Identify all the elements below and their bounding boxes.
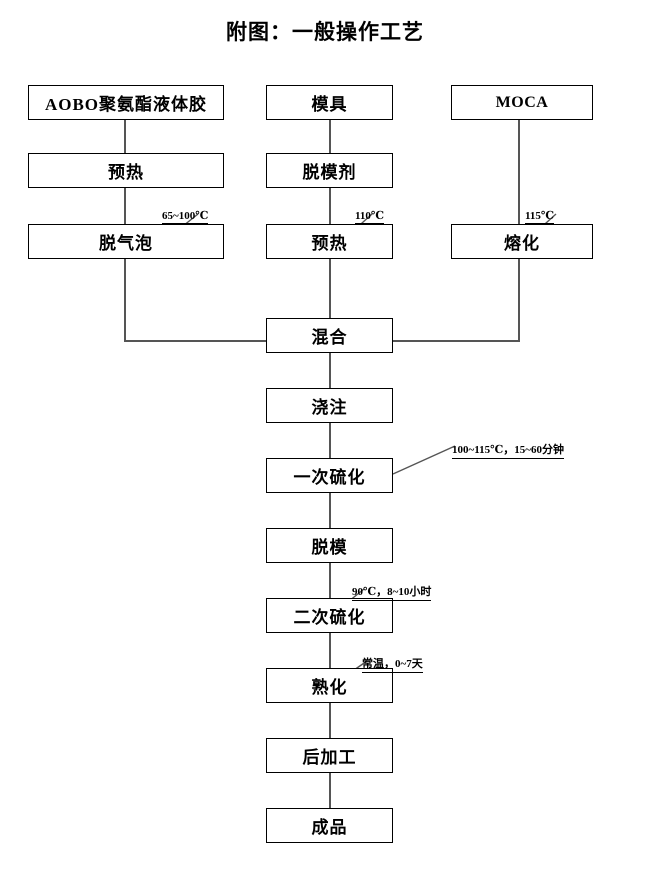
node-demolding[interactable]: 脱模 — [266, 528, 393, 563]
connector-degas-down — [124, 259, 126, 341]
connector-aobo-to-preheat1 — [124, 120, 126, 153]
node-melting[interactable]: 熔化 — [451, 224, 593, 259]
connector-cure1-to-demold — [329, 493, 331, 529]
connector-demold-to-cure2 — [329, 563, 331, 599]
connector-preheat2-to-mix — [329, 259, 331, 319]
connector-mold-to-release — [329, 120, 331, 153]
connector-degas-to-mix — [124, 340, 268, 342]
annotation-mature-condition: 常温，0~7天 — [362, 655, 423, 673]
annotation-cure2-condition: 90℃，8~10小时 — [352, 583, 432, 601]
node-post-processing[interactable]: 后加工 — [266, 738, 393, 773]
node-aobo-polyurethane-liquid-glue[interactable]: AOBO聚氨酯液体胶 — [28, 85, 224, 120]
node-casting[interactable]: 浇注 — [266, 388, 393, 423]
annotation-degas-temperature: 65~100℃ — [162, 210, 209, 224]
connector-postproc-to-product — [329, 773, 331, 809]
connector-preheat1-to-degas — [124, 188, 126, 224]
connector-cure2-to-mature — [329, 633, 331, 669]
node-mixing[interactable]: 混合 — [266, 318, 393, 353]
node-maturation[interactable]: 熟化 — [266, 668, 393, 703]
connector-mature-to-postproc — [329, 703, 331, 739]
node-secondary-vulcanization[interactable]: 二次硫化 — [266, 598, 393, 633]
node-mold[interactable]: 模具 — [266, 85, 393, 120]
connector-release-to-preheat2 — [329, 188, 331, 224]
connector-melt-to-mix — [392, 340, 520, 342]
annotation-cure1-condition: 100~115℃，15~60分钟 — [452, 441, 565, 459]
node-preheat-glue[interactable]: 预热 — [28, 153, 224, 188]
node-preheat-mold[interactable]: 预热 — [266, 224, 393, 259]
node-primary-vulcanization[interactable]: 一次硫化 — [266, 458, 393, 493]
connector-moca-to-melt — [518, 120, 520, 224]
connector-cast-to-cure1 — [329, 423, 331, 459]
page-title: 附图：一般操作工艺 — [226, 20, 424, 44]
annotation-preheat2-temperature: 110℃ — [355, 210, 385, 224]
node-finished-product[interactable]: 成品 — [266, 808, 393, 843]
node-moca[interactable]: MOCA — [451, 85, 593, 120]
leader-line-cure1 — [392, 445, 456, 475]
node-degassing[interactable]: 脱气泡 — [28, 224, 224, 259]
annotation-melt-temperature: 115℃ — [525, 210, 555, 224]
connector-mix-to-cast — [329, 353, 331, 389]
node-release-agent[interactable]: 脱模剂 — [266, 153, 393, 188]
connector-melt-down — [518, 259, 520, 341]
